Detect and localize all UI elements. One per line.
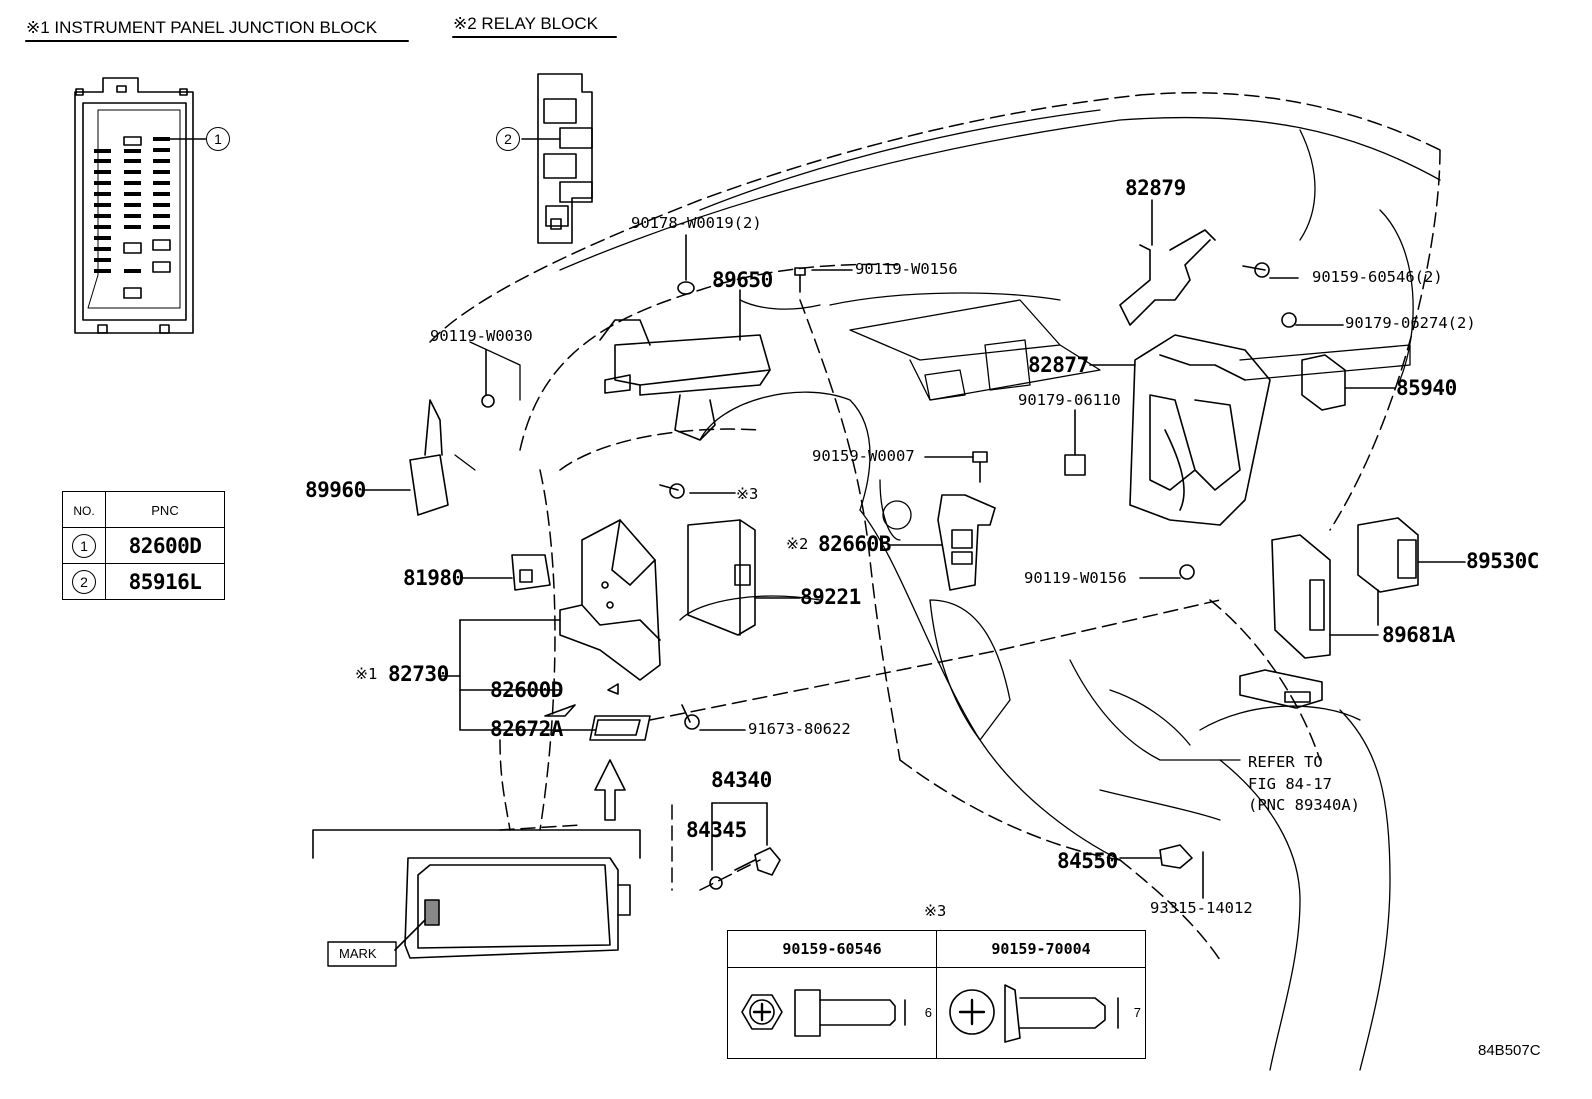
part-84550-drawing: [1119, 844, 1204, 899]
header-relay-block: ※2 RELAY BLOCK: [453, 14, 598, 33]
part-82879-drawing: [1119, 199, 1216, 326]
screw-col-2[interactable]: 90159-70004: [991, 939, 1091, 958]
screw-col-1[interactable]: 90159-60546: [782, 939, 882, 958]
label-91673-80622[interactable]: 91673-80622: [748, 720, 851, 738]
label-89960[interactable]: 89960: [305, 478, 366, 502]
callout-note-3: ※3: [736, 485, 759, 503]
label-81980[interactable]: 81980: [403, 566, 464, 590]
inset-junction-block-underside: [312, 759, 641, 967]
label-90159-W0007[interactable]: 90159-W0007: [812, 447, 915, 465]
label-84340[interactable]: 84340: [711, 768, 772, 792]
row-1-no: 1: [72, 533, 96, 558]
label-84550[interactable]: 84550: [1057, 849, 1118, 873]
row-2-pnc[interactable]: 85916L: [128, 569, 202, 594]
screw-drawings: [485, 234, 1344, 731]
part-89650-drawing: [599, 281, 771, 441]
label-82660B[interactable]: 82660B: [818, 532, 891, 556]
label-82877[interactable]: 82877: [1028, 353, 1089, 377]
diagram-code: 84B507C: [1478, 1042, 1541, 1059]
dashboard-surface: [454, 109, 1441, 1071]
screw-table: 90159-60546 90159-70004 6 7: [727, 930, 1146, 1059]
label-82730[interactable]: 82730: [388, 662, 449, 686]
label-82600D[interactable]: 82600D: [490, 678, 563, 702]
screw-table-images: 6 7: [727, 967, 1146, 1059]
row-1-pnc[interactable]: 82600D: [128, 533, 202, 558]
pnc-table-header: NO. PNC: [62, 491, 225, 528]
pnc-table-col-no: NO.: [62, 491, 106, 528]
label-90179-06274-2[interactable]: 90179-06274(2): [1345, 314, 1476, 332]
callout-note-1-inline: ※1: [355, 665, 378, 683]
part-81980-drawing: [461, 554, 551, 591]
part-82730-drawing: [439, 519, 661, 741]
part-89960-drawing: [361, 394, 495, 516]
refer-line-2[interactable]: FIG 84-17: [1248, 775, 1332, 793]
part-85940-drawing: [1301, 354, 1396, 411]
pnc-table-col-pnc: PNC: [105, 491, 225, 528]
callout-note-3-screw-table: ※3: [924, 902, 947, 920]
junction-block-drawing: [74, 77, 207, 334]
label-85940[interactable]: 85940: [1396, 376, 1457, 400]
label-82672A[interactable]: 82672A: [490, 717, 563, 741]
part-89530C-drawing: [1357, 517, 1466, 593]
row-2-no: 2: [72, 569, 96, 594]
callout-2: 2: [496, 127, 520, 151]
label-89650[interactable]: 89650: [712, 268, 773, 292]
refer-line-1[interactable]: REFER TO: [1248, 753, 1323, 771]
refer-line-3[interactable]: (PNC 89340A): [1248, 796, 1360, 814]
part-84340-drawing: [709, 802, 781, 890]
label-90119-W0156-mid[interactable]: 90119-W0156: [1024, 569, 1127, 587]
label-93315-14012[interactable]: 93315-14012: [1150, 899, 1253, 917]
label-90179-06110[interactable]: 90179-06110: [1018, 391, 1121, 409]
pnc-table: NO. PNC 1 82600D 2 85916L: [62, 491, 225, 600]
callout-note-2-inline: ※2: [786, 535, 809, 553]
relay-block-drawing: [521, 73, 593, 244]
screw-dim-1: 6: [924, 1005, 932, 1020]
mark-label: MARK: [339, 946, 377, 961]
label-89681A[interactable]: 89681A: [1382, 623, 1455, 647]
part-82877-drawing: [1089, 334, 1271, 526]
part-89221-drawing: [687, 519, 801, 636]
table-row: 1 82600D: [62, 527, 225, 564]
label-90178-W0019[interactable]: 90178-W0019(2): [631, 214, 762, 232]
label-82879[interactable]: 82879: [1125, 176, 1186, 200]
table-row: 2 85916L: [62, 563, 225, 600]
label-89530C[interactable]: 89530C: [1466, 549, 1539, 573]
part-82660B-drawing: [889, 494, 996, 591]
label-90119-W0030[interactable]: 90119-W0030: [430, 327, 533, 345]
part-89340A-drawing: [1239, 669, 1323, 709]
label-84345[interactable]: 84345: [686, 818, 747, 842]
label-90119-W0156-top[interactable]: 90119-W0156: [855, 260, 958, 278]
label-89221[interactable]: 89221: [800, 585, 861, 609]
label-90159-60546-2[interactable]: 90159-60546(2): [1312, 268, 1443, 286]
screw-dim-2: 7: [1133, 1005, 1141, 1020]
screw-table-header: 90159-60546 90159-70004: [727, 930, 1146, 968]
header-junction-block: ※1 INSTRUMENT PANEL JUNCTION BLOCK: [26, 18, 378, 37]
part-89681A-drawing: [1271, 534, 1379, 659]
callout-1: 1: [206, 127, 230, 151]
